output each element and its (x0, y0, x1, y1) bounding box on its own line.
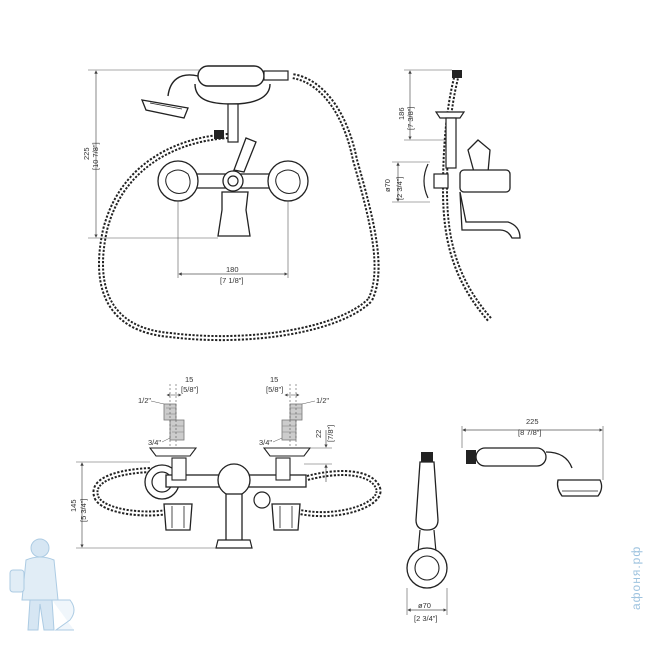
side-height-mm: 186 (397, 107, 406, 120)
top-right-handwheel (271, 503, 301, 531)
left-offset-in: [5/8"] (181, 385, 198, 394)
right-handwheel (267, 160, 309, 202)
plumber-mascot-icon (9, 538, 75, 631)
rise-mm: 22 (314, 430, 323, 438)
diverter-lever (233, 137, 257, 173)
handset-grip (197, 65, 265, 87)
front-width-in: [7 1/8"] (220, 276, 244, 285)
top-view: 15 [5/8"] 15 [5/8"] 1/2" 1/2" 3/4" 3/4" … (69, 375, 382, 549)
side-spout (459, 191, 521, 239)
thread-3q-right: 3/4" (259, 438, 272, 447)
handset-head (140, 99, 189, 119)
handset-cradle (194, 83, 271, 105)
handshower-length-mm: 225 (526, 417, 539, 426)
right-offset-mm: 15 (270, 375, 278, 384)
left-handwheel (157, 160, 199, 202)
left-thread-connector (163, 403, 185, 441)
thread-3q-left: 3/4" (148, 438, 161, 447)
front-width-mm: 180 (226, 265, 239, 274)
thread-half-right: 1/2" (316, 396, 329, 405)
side-height-in: [7 3/8"] (406, 106, 415, 130)
handshower-length-in: [8 7/8"] (518, 428, 542, 437)
handshower-view: 225 [8 7/8"] (461, 417, 604, 497)
side-rosette-in: [2 3/4"] (395, 176, 404, 200)
watermark-text: афоня.рф (629, 546, 643, 610)
front-height-mm: 225 (82, 147, 91, 160)
left-offset-mm: 15 (185, 375, 193, 384)
handshower-grip (475, 447, 547, 467)
bracket-diameter-mm: ø70 (418, 601, 431, 610)
bracket-handset (415, 461, 439, 531)
side-rosette-mm: ø70 (383, 179, 392, 192)
side-view: 186 [7 3/8"] ø70 [2 3/4"] (383, 69, 521, 322)
top-height-in: [5 3/4"] (79, 498, 88, 522)
front-view: 225 [10 7/8"] 180 [7 1/8"] (82, 65, 380, 342)
bracket-diameter-in: [2 3/4"] (414, 614, 438, 623)
top-height-mm: 145 (69, 499, 78, 512)
wall-bracket-view: ø70 [2 3/4"] (406, 452, 448, 623)
right-offset-in: [5/8"] (266, 385, 283, 394)
front-height-in: [10 7/8"] (91, 142, 100, 170)
rise-in: [7/8"] (326, 425, 335, 442)
thread-half-left: 1/2" (138, 396, 151, 405)
handshower-head (556, 479, 603, 497)
right-thread-connector (281, 403, 303, 441)
top-left-handwheel (163, 503, 193, 531)
